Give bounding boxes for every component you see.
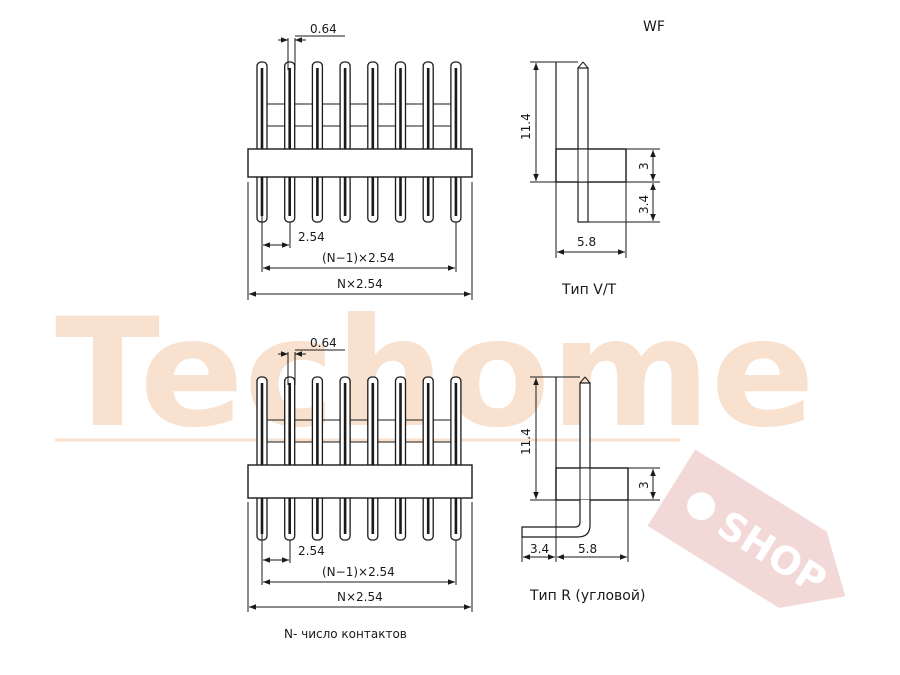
insulator-body [247, 148, 473, 178]
depth-label: 5.8 [578, 542, 597, 556]
insulator-body [247, 464, 473, 499]
pin-width-label: 0.64 [310, 336, 337, 350]
insulator-body [555, 467, 629, 501]
pitch-label: 2.54 [298, 544, 325, 558]
span-pitch-label: (N−1)×2.54 [322, 251, 395, 265]
front-view-vt: 0.64 2.54 (N−1)×2.54 N×2.54 [247, 22, 473, 300]
height-label: 11.4 [519, 113, 533, 140]
pin-side [577, 148, 589, 183]
pin-tip [584, 376, 591, 384]
side-view-vt: 11.4 3 3.4 5.8 Тип V/T [519, 61, 660, 298]
pin-side [579, 467, 591, 501]
pin-side [577, 67, 589, 223]
height-label: 11.4 [519, 428, 533, 455]
total-length-label: N×2.54 [337, 590, 383, 604]
total-length-label: N×2.54 [337, 277, 383, 291]
watermark: Techome SHOP [55, 287, 846, 608]
pin-row [256, 376, 462, 541]
insulator-body [555, 148, 627, 183]
pin-tip [582, 61, 589, 69]
front-view-r: 0.64 2.54 (N−1)×2.54 N×2.54 [247, 336, 473, 612]
watermark-price-tag: SHOP [647, 449, 846, 608]
span-pitch-label: (N−1)×2.54 [322, 565, 395, 579]
watermark-brand: Techome [55, 287, 815, 461]
footnote: N- число контактов [284, 627, 407, 641]
pin-row [256, 61, 462, 223]
bend-offset-label: 3.4 [530, 542, 549, 556]
pin-tip [579, 376, 586, 384]
pin-width-label: 0.64 [310, 22, 337, 36]
pin-tip [577, 61, 584, 69]
bent-pin [521, 500, 591, 538]
tail-length-label: 3.4 [637, 195, 651, 214]
caption-vt: Тип V/T [561, 282, 617, 298]
base-height-label: 3 [637, 481, 651, 489]
depth-label: 5.8 [577, 235, 596, 249]
caption-r: Тип R (угловой) [529, 588, 645, 604]
series-code: WF [643, 19, 665, 35]
base-height-label: 3 [637, 162, 651, 170]
side-view-r: 11.4 3 3.4 5.8 Тип R (угловой) [519, 376, 660, 604]
pitch-label: 2.54 [298, 230, 325, 244]
